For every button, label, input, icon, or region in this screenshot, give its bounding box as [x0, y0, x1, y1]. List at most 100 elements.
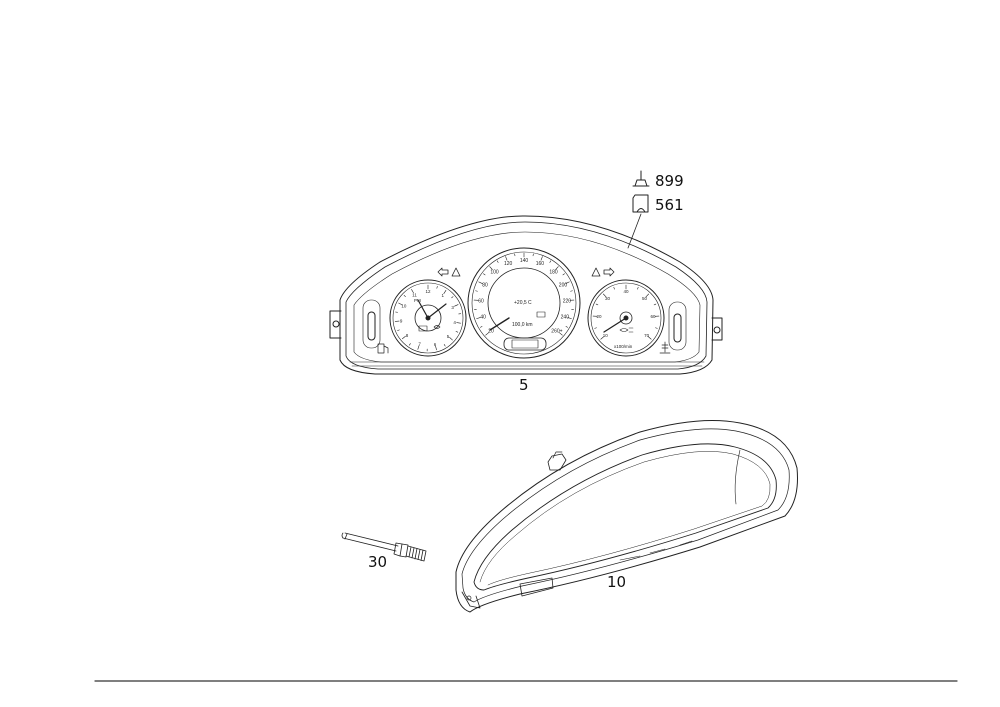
speedo-tick	[558, 332, 563, 336]
speedo-tick	[567, 317, 572, 320]
tacho-tick	[594, 327, 597, 329]
speedo-odo-readout: 100,0 km	[512, 322, 533, 328]
speedometer-gauge: +20,5 C 100,0 km 20 40 60 80 100 120 140 160 180…	[467, 247, 581, 359]
speedo-tick-label: 180	[549, 270, 558, 276]
clock-hand-hour	[417, 299, 429, 319]
speedo-tick	[565, 326, 568, 328]
screw-part	[341, 532, 427, 562]
clock-tick	[402, 335, 406, 340]
tacho-tick-label: 50	[642, 296, 648, 301]
tacho-tick-label: 40	[623, 289, 629, 294]
speedo-needle	[489, 317, 510, 331]
speedo-tick	[549, 260, 552, 263]
housing-tab-bottom	[519, 577, 554, 597]
clock-tick	[417, 345, 420, 350]
tacho-tick-label: 60	[650, 314, 656, 319]
tacho-tick	[647, 336, 652, 340]
tacho-beam-icon	[619, 327, 634, 333]
speedo-tick	[505, 256, 508, 261]
clock-tick	[443, 344, 446, 347]
clock-tick	[409, 343, 411, 346]
speedo-tick	[480, 326, 483, 328]
clock-tick	[449, 337, 453, 341]
tacho-needle	[603, 317, 627, 333]
clock-tick-label: 8	[406, 333, 409, 338]
speedo-tick-label: 40	[480, 314, 486, 320]
clock-display-icon	[418, 325, 428, 332]
side-slot-right	[673, 313, 682, 343]
tacho-tick-label: 10	[603, 333, 609, 338]
tacho-tick-label: 30	[605, 296, 611, 301]
callout-899: 899	[655, 172, 684, 190]
callout-30: 30	[368, 553, 388, 571]
speedo-temp-readout: +20,5 C	[514, 300, 532, 306]
speedo-tick-label: 200	[559, 283, 568, 289]
clock-pm-label: PM	[414, 298, 421, 303]
clock-lamp-icon	[433, 325, 441, 329]
clock-tick	[397, 329, 400, 331]
clock-tick	[456, 322, 461, 324]
clock-tick-label: 5	[447, 334, 450, 339]
clock-tick	[403, 294, 406, 297]
speedo-oil-icon	[536, 311, 546, 318]
speedo-tick-label: 60	[478, 298, 484, 304]
tacho-tick	[603, 293, 607, 298]
clock-tick	[451, 296, 454, 299]
mounting-tab-left	[329, 310, 342, 339]
speedo-tick	[496, 260, 499, 263]
fuel-icon	[377, 343, 389, 354]
callout-561: 561	[655, 196, 684, 214]
speedo-tick-label: 260+	[551, 328, 562, 334]
clock-tick	[454, 304, 459, 307]
speedo-tick	[485, 332, 490, 336]
speedo-tick	[555, 266, 559, 270]
mounting-tab-right	[711, 317, 723, 341]
clock-tick	[411, 289, 414, 294]
tacho-tick	[653, 303, 657, 306]
tacho-tick	[595, 303, 599, 306]
clock-tick-label: 7	[418, 341, 421, 346]
clock-tick	[455, 331, 459, 333]
turn-signal-left-icon	[437, 267, 449, 277]
speedo-tick-label: 240	[561, 314, 570, 320]
clock-tick-label: 3	[451, 305, 454, 310]
side-slot-left	[367, 311, 376, 341]
speedo-tick	[476, 317, 481, 320]
speedo-tick-label: 80	[482, 283, 488, 289]
speedo-tick-label: 100	[490, 270, 499, 276]
clock-tick-label: 1	[441, 293, 444, 298]
bulb-icon	[632, 170, 650, 187]
speedo-tick-label: 120	[504, 261, 513, 267]
tacho-tick	[637, 287, 639, 290]
clock-tick-label: 9	[400, 319, 403, 324]
speedo-tick-label: 220	[563, 298, 572, 304]
housing-clip-top	[547, 453, 567, 471]
turn-signal-right-icon	[603, 267, 615, 277]
clock-tick-label: 11	[412, 292, 417, 297]
callout-5: 5	[519, 376, 529, 394]
speedo-tick	[489, 266, 493, 270]
speedo-tick	[478, 281, 483, 284]
tacho-tick-label: 20	[597, 314, 603, 319]
speedo-tick	[565, 281, 570, 284]
speedo-tick	[540, 256, 543, 261]
clock-tick	[436, 286, 438, 289]
speedo-tick-label: 140	[520, 258, 529, 264]
clock-tick-label: 6	[434, 342, 437, 347]
clock-tick-label: 12	[425, 289, 431, 294]
clock-hand-minute	[427, 303, 447, 319]
connector-icon	[632, 194, 649, 213]
leader-line	[627, 213, 642, 249]
clock-tick	[435, 345, 437, 351]
speedo-tick-label: 20	[488, 328, 494, 334]
tacho-tick	[613, 287, 615, 290]
clock-tick-label: 4	[453, 320, 456, 325]
cluster-outer-shell	[339, 215, 714, 375]
tacho-unit-label: x100/min	[614, 344, 633, 349]
speedo-tick	[562, 273, 565, 276]
warning-triangle-icon-right	[591, 267, 601, 277]
speedo-info-display	[503, 337, 547, 351]
speedo-tick-label: 160	[536, 261, 545, 267]
